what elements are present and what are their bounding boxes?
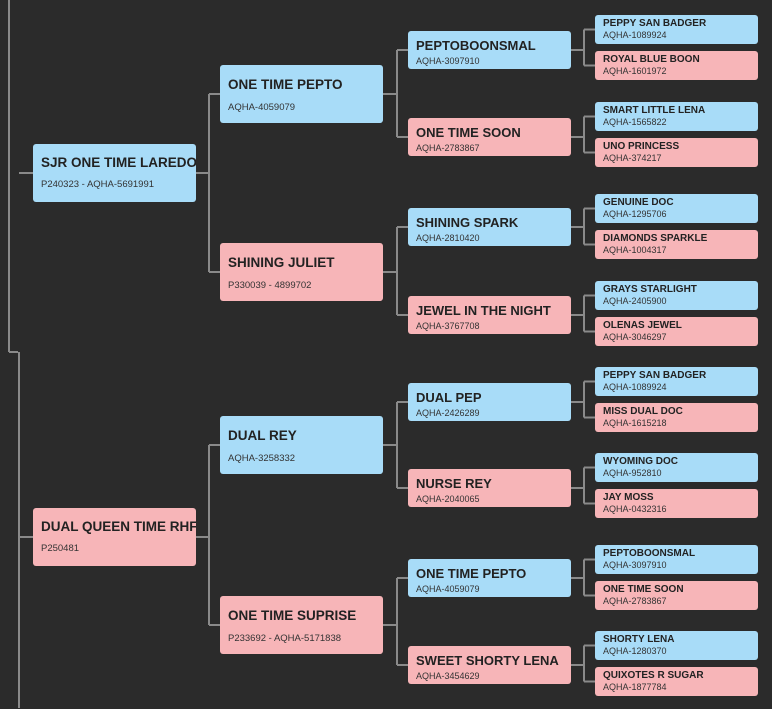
horse-name: DUAL PEP (416, 390, 482, 405)
horse-card-211[interactable]: DUAL PEP AQHA-2426289 (408, 383, 571, 421)
horse-registration: AQHA-3046297 (603, 332, 667, 342)
horse-name: GENUINE DOC (603, 197, 674, 208)
horse-registration: AQHA-1089924 (603, 382, 667, 392)
horse-name: WYOMING DOC (603, 456, 678, 467)
horse-registration: AQHA-1004317 (603, 245, 667, 255)
horse-name: JAY MOSS (603, 492, 654, 503)
horse-registration: AQHA-3767708 (416, 321, 480, 331)
horse-registration: AQHA-1565822 (603, 117, 667, 127)
horse-card-11[interactable]: ONE TIME PEPTO AQHA-4059079 (220, 65, 383, 123)
horse-name: SWEET SHORTY LENA (416, 653, 559, 668)
horse-name: SJR ONE TIME LAREDO (41, 155, 196, 170)
horse-registration: P250481 (41, 543, 80, 554)
horse-name: PEPPY SAN BADGER (603, 18, 707, 29)
horse-name: QUIXOTES R SUGAR (603, 670, 704, 681)
horse-name: MISS DUAL DOC (603, 406, 683, 417)
horse-registration: P233692 - AQHA-5171838 (228, 633, 342, 644)
horse-registration: AQHA-2040065 (416, 494, 480, 504)
horse-card-221[interactable]: ONE TIME PEPTO AQHA-4059079 (408, 559, 571, 597)
horse-registration: AQHA-3454629 (416, 671, 480, 681)
horse-name: SHINING SPARK (416, 215, 519, 230)
horse-registration: AQHA-2405900 (603, 296, 667, 306)
horse-registration: AQHA-374217 (603, 153, 662, 163)
horse-registration: AQHA-1877784 (603, 682, 667, 692)
horse-name: SHINING JULIET (228, 255, 335, 270)
horse-name: UNO PRINCESS (603, 141, 680, 152)
horse-registration: AQHA-952810 (603, 468, 662, 478)
horse-name: ONE TIME PEPTO (228, 77, 343, 92)
horse-registration: AQHA-2426289 (416, 408, 480, 418)
horse-card-12[interactable]: SHINING JULIET P330039 - 4899702 (220, 243, 383, 301)
horse-registration: AQHA-1601972 (603, 66, 667, 76)
horse-name: ROYAL BLUE BOON (603, 54, 700, 65)
horse-registration: AQHA-0432316 (603, 504, 667, 514)
horse-card-222[interactable]: SWEET SHORTY LENA AQHA-3454629 (408, 646, 571, 684)
horse-name: DUAL REY (228, 428, 297, 443)
horse-card-22[interactable]: ONE TIME SUPRISE P233692 - AQHA-5171838 (220, 596, 383, 654)
horse-name: OLENAS JEWEL (603, 320, 682, 331)
horse-registration: AQHA-1295706 (603, 209, 667, 219)
horse-name: ONE TIME PEPTO (416, 566, 527, 581)
horse-registration: AQHA-3097910 (416, 56, 480, 66)
horse-registration: P330039 - 4899702 (228, 280, 312, 291)
horse-card-1[interactable]: SJR ONE TIME LAREDO P240323 - AQHA-569199… (33, 144, 196, 202)
horse-card-111[interactable]: PEPTOBOONSMAL AQHA-3097910 (408, 31, 571, 69)
horse-registration: P240323 - AQHA-5691991 (41, 179, 155, 190)
horse-card-112[interactable]: ONE TIME SOON AQHA-2783867 (408, 118, 571, 156)
horse-registration: AQHA-3258332 (228, 453, 296, 464)
horse-name: DUAL QUEEN TIME RHF (41, 519, 196, 534)
horse-name: GRAYS STARLIGHT (603, 284, 697, 295)
horse-name: PEPTOBOONSMAL (603, 548, 696, 559)
horse-registration: AQHA-3097910 (603, 560, 667, 570)
horse-name: ONE TIME SOON (603, 584, 684, 595)
horse-name: SHORTY LENA (603, 634, 675, 645)
horse-registration: AQHA-2810420 (416, 233, 480, 243)
horse-name: SMART LITTLE LENA (603, 105, 706, 116)
horse-registration: AQHA-2783867 (603, 596, 667, 606)
horse-card-2[interactable]: DUAL QUEEN TIME RHF P250481 (33, 508, 196, 566)
horse-card-212[interactable]: NURSE REY AQHA-2040065 (408, 469, 571, 507)
horse-name: JEWEL IN THE NIGHT (416, 303, 551, 318)
horse-card-122[interactable]: JEWEL IN THE NIGHT AQHA-3767708 (408, 296, 571, 334)
horse-name: DIAMONDS SPARKLE (603, 233, 708, 244)
horse-registration: AQHA-4059079 (228, 102, 296, 113)
horse-registration: AQHA-4059079 (416, 584, 480, 594)
horse-registration: AQHA-1615218 (603, 418, 667, 428)
horse-name: PEPPY SAN BADGER (603, 370, 707, 381)
horse-name: PEPTOBOONSMAL (416, 38, 536, 53)
horse-name: ONE TIME SOON (416, 125, 521, 140)
horse-card-121[interactable]: SHINING SPARK AQHA-2810420 (408, 208, 571, 246)
horse-card-21[interactable]: DUAL REY AQHA-3258332 (220, 416, 383, 474)
horse-registration: AQHA-2783867 (416, 143, 480, 153)
horse-registration: AQHA-1280370 (603, 646, 667, 656)
horse-name: ONE TIME SUPRISE (228, 608, 357, 623)
horse-name: NURSE REY (416, 476, 492, 491)
horse-registration: AQHA-1089924 (603, 30, 667, 40)
